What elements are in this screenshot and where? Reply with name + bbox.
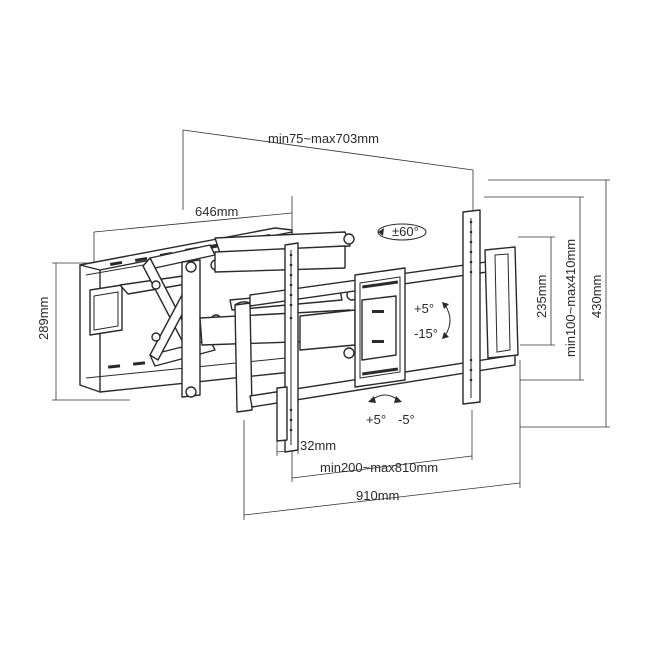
tv-arm-right-holes xyxy=(469,220,473,382)
tilt-block xyxy=(354,267,406,388)
vesa-horizontal-range-label: min200~max810mm xyxy=(320,460,438,475)
swivel-indicator: ±60° xyxy=(377,223,427,241)
tv-plate-height-label: 430mm xyxy=(589,275,604,318)
pivot-bar xyxy=(234,301,253,413)
tilt-down-label: -15° xyxy=(414,326,438,341)
swivel-angle-label: ±60° xyxy=(392,224,419,239)
tilt-up-label: +5° xyxy=(414,301,434,316)
wall-plate-width-label: 646mm xyxy=(195,204,238,219)
tv-arm-left xyxy=(276,242,299,453)
rail-width-label: 32mm xyxy=(300,438,336,453)
dimension-labels: min75~max703mm 646mm 289mm 235mm min100~… xyxy=(36,131,604,503)
level-indicator: +5° -5° xyxy=(366,394,415,427)
arm-extension-label: min75~max703mm xyxy=(268,131,379,146)
dimension-lines xyxy=(52,129,610,520)
arm-wall-side xyxy=(119,244,222,398)
vesa-vertical-spacing-label: 235mm xyxy=(534,275,549,318)
vesa-vertical-range-label: min100~max410mm xyxy=(563,239,578,357)
tv-arm-right xyxy=(462,209,519,405)
level-minus-label: -5° xyxy=(398,412,415,427)
tv-arm-left-holes xyxy=(289,253,293,432)
tilt-indicator: +5° -15° xyxy=(414,301,451,341)
level-plus-label: +5° xyxy=(366,412,386,427)
wall-plate-height-label: 289mm xyxy=(36,297,51,340)
tv-plate-width-label: 910mm xyxy=(356,488,399,503)
